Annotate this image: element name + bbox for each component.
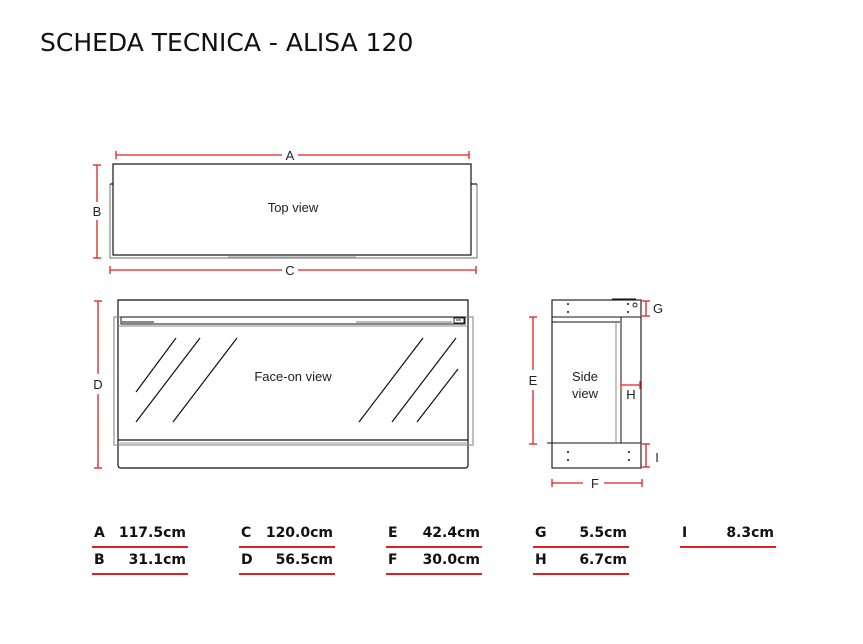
dimension-c [109, 266, 477, 274]
screw-dots [567, 303, 630, 461]
side-view: E Side view G H [529, 298, 663, 491]
dimension-h [620, 381, 641, 389]
dimension-f [551, 479, 643, 487]
dimension-g-label: G [653, 301, 663, 316]
dimension-i [642, 443, 650, 468]
dimension-e-label: E [529, 373, 538, 388]
dimension-h-label: H [626, 387, 635, 402]
top-view: A B Top view C [93, 148, 478, 278]
dimension-i-label: I [655, 450, 659, 465]
dimension-g [642, 300, 650, 317]
side-view-label-2: view [572, 386, 599, 401]
page-title: SCHEDA TECNICA - ALISA 120 [40, 28, 414, 57]
dimension-e [529, 316, 537, 445]
face-on-view: D Face-on view [93, 299, 474, 469]
dimension-a-label: A [286, 148, 295, 163]
dimension-b [93, 164, 101, 259]
face-on-view-label: Face-on view [254, 369, 332, 384]
dimension-a [115, 151, 470, 159]
glass-reflection-lines [135, 337, 459, 423]
dimension-d-label: D [93, 377, 102, 392]
top-view-label: Top view [268, 200, 319, 215]
dimension-f-label: F [591, 476, 599, 491]
dimension-c-label: C [285, 263, 294, 278]
dimension-b-label: B [93, 204, 102, 219]
side-view-label-1: Side [572, 369, 598, 384]
dimension-d [94, 300, 102, 469]
